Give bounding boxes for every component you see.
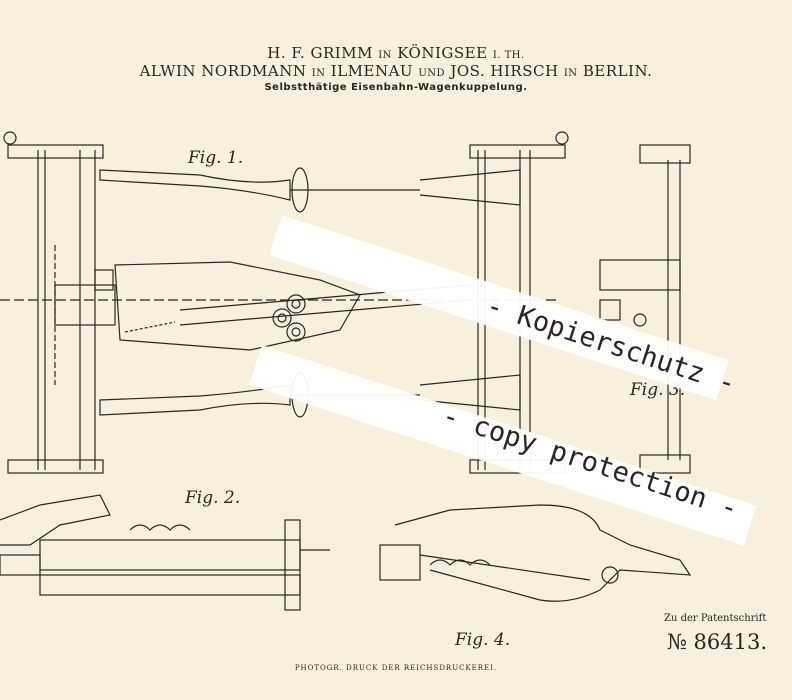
- patent-number: № 86413.: [667, 630, 768, 654]
- inventor-name: JOS. HIRSCH: [450, 62, 559, 80]
- patent-reference-label: Zu der Patentschrift: [664, 613, 767, 624]
- fig2-drawing: [0, 494, 330, 611]
- printer-credit: PHOTOGR. DRUCK DER REICHSDRUCKEREI.: [294, 664, 498, 672]
- preposition: IN: [311, 68, 326, 79]
- fig4-label: Fig. 4.: [455, 630, 511, 650]
- fig1-label: Fig. 1.: [188, 148, 244, 168]
- region: I. TH.: [492, 50, 525, 61]
- patent-title: Selbstthätige Eisenbahn-Wagenkuppelung.: [264, 82, 528, 93]
- place: BERLIN.: [582, 62, 653, 80]
- preposition: IN: [378, 50, 392, 61]
- inventor-name: ALWIN NORDMANN: [139, 62, 307, 80]
- conjunction: UND: [418, 68, 446, 79]
- fig4-drawing: [379, 504, 692, 602]
- fig3-drawing: [599, 144, 691, 474]
- fig1-drawing: [0, 131, 569, 474]
- inventor-line-2: ALWIN NORDMANN IN ILMENAU UND JOS. HIRSC…: [0, 62, 792, 80]
- place: KÖNIGSEE: [397, 44, 488, 62]
- place: ILMENAU: [330, 62, 414, 80]
- inventor-line-1: H. F. GRIMM IN KÖNIGSEE I. TH.: [0, 44, 792, 62]
- fig2-label: Fig. 2.: [185, 488, 241, 508]
- inventor-name: H. F. GRIMM: [267, 44, 373, 62]
- preposition: IN: [563, 68, 578, 79]
